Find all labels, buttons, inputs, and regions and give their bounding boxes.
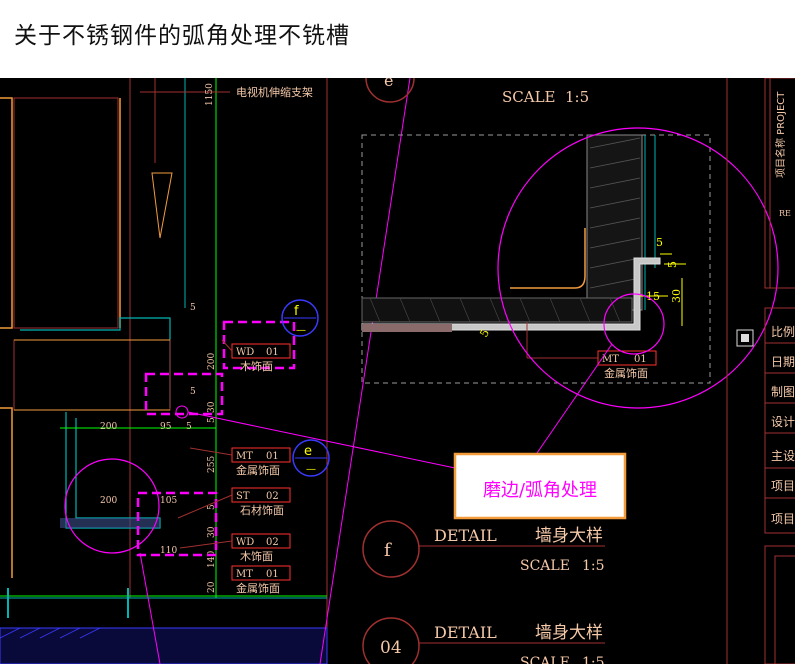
dim-110: 110 [160, 546, 177, 556]
detail-title-f-marker: f [384, 540, 392, 561]
detail-title-04-name: 墙身大样 [535, 623, 603, 643]
right-tag: MT 01 金属饰面 [526, 322, 657, 380]
left-tag-2-num: 01 [266, 451, 279, 462]
detail-title-f-scale-value: 1:5 [582, 558, 605, 574]
detail-title-04-scale-label: SCALE [520, 655, 570, 664]
left-tag-3-num: 02 [266, 491, 279, 502]
title-project-no: 项目 [771, 512, 795, 526]
dim-5: 5 [190, 303, 196, 313]
dim-140: 140 [207, 551, 217, 568]
dim-30b: 30 [207, 526, 217, 538]
detail-title-f-detail: DETAIL [434, 526, 497, 545]
title-drawn: 制图 [771, 385, 795, 399]
callout-f: f — [281, 299, 319, 337]
left-tag-4-code: WD [236, 537, 254, 548]
right-dim-30: 30 [670, 289, 683, 303]
detail-title-04: 04 DETAIL 墙身大样 SCALE 1:5 [362, 617, 605, 664]
left-tag-4-num: 02 [266, 537, 279, 548]
left-tag-5-name: 金属饰面 [236, 581, 280, 595]
detail-marker-e: e [365, 78, 415, 103]
left-tag-1-num: 01 [266, 347, 279, 358]
left-tag-1-name: 木饰面 [240, 359, 273, 373]
detail-title-f-name: 墙身大样 [535, 526, 603, 546]
cad-drawing: 电视机伸缩支架 1150 200 95 5 200 105 110 5 200 … [0, 78, 795, 664]
left-tag-4-name: 木饰面 [240, 549, 273, 563]
right-scale-value: 1:5 [565, 88, 589, 106]
callout-e: e — [292, 439, 330, 477]
dim-1150: 1150 [205, 83, 215, 106]
right-detail: e SCALE 1:5 5 5 15 30 5 [361, 78, 779, 457]
title-major: 主设 [771, 449, 795, 463]
page-title: 关于不锈钢件的弧角处理不铣槽 [14, 23, 350, 49]
left-tag-2-code: MT [236, 451, 253, 462]
left-tag-1-code: WD [236, 347, 254, 358]
right-tag-name: 金属饰面 [604, 366, 648, 380]
title-date: 日期 [771, 355, 795, 369]
title-project-name: 项目名称 PROJECT [774, 91, 787, 178]
tv-bracket-label: 电视机伸缩支架 [236, 85, 313, 99]
left-tag-3-code: ST [236, 491, 250, 502]
detail-marker-e-letter: e [384, 78, 393, 90]
dim-200-h: 200 [100, 422, 117, 432]
right-tag-num: 01 [634, 354, 647, 365]
callout-f-letter: f [294, 304, 299, 319]
detail-title-f: f DETAIL 墙身大样 SCALE 1:5 [362, 520, 605, 578]
dim-5b: 5 [190, 387, 196, 397]
dim-255: 255 [207, 456, 217, 473]
detail-title-04-scale-value: 1:5 [582, 655, 605, 664]
left-tag-5-code: MT [236, 569, 253, 580]
detail-title-04-marker: 04 [380, 638, 402, 658]
right-scale-label: SCALE [502, 88, 556, 106]
dim-5c: 5 [207, 417, 217, 423]
dim-105: 105 [160, 496, 177, 506]
detail-title-04-detail: DETAIL [434, 623, 497, 642]
dim-200-h2: 200 [100, 496, 117, 506]
svg-text:—: — [306, 464, 316, 475]
left-tag-3-name: 石材饰面 [240, 503, 284, 517]
dim-20: 20 [207, 581, 217, 593]
detail-title-f-scale-label: SCALE [520, 558, 570, 574]
left-tag-2: MT 01 金属饰面 [231, 447, 291, 477]
right-tag-code: MT [602, 354, 619, 365]
annotation-box: 磨边/弧角处理 [453, 452, 627, 520]
left-detail: 电视机伸缩支架 1150 200 95 5 200 105 110 5 200 … [0, 78, 456, 664]
left-tag-1: WD 01 木饰面 [231, 343, 291, 373]
right-dim-5a: 5 [656, 236, 663, 249]
left-tag-5: MT 01 金属饰面 [231, 565, 291, 595]
title-scale: 比例 [771, 325, 795, 339]
annotation-text: 磨边/弧角处理 [483, 480, 597, 501]
cad-svg: 电视机伸缩支架 1150 200 95 5 200 105 110 5 200 … [0, 78, 795, 664]
left-tag-4: WD 02 木饰面 [231, 533, 291, 563]
dim-200-v: 200 [207, 353, 217, 370]
title-design: 设计 [771, 415, 795, 429]
title-re: RE [779, 209, 791, 218]
dim-5d: 5 [207, 504, 217, 510]
dim-5-h: 5 [186, 422, 192, 432]
svg-text:—: — [296, 325, 306, 336]
title-block: 项目名称 PROJECT RE 比例 日期 制图 设计 主设 项目 项目 [726, 78, 795, 664]
dim-95: 95 [160, 422, 172, 432]
callout-e-letter: e [304, 444, 312, 459]
title-project-mgr: 项目 [771, 479, 795, 493]
left-tag-3: ST 02 石材饰面 [231, 487, 291, 517]
left-tag-5-num: 01 [266, 569, 279, 580]
left-tag-2-name: 金属饰面 [236, 463, 280, 477]
dim-30: 30 [207, 401, 217, 413]
